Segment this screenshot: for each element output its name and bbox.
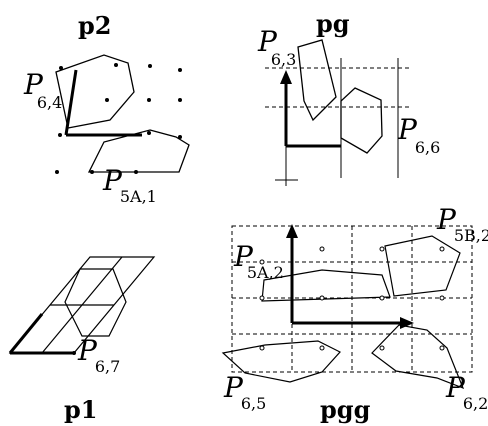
panel-pgg: P5A,2 P5B,2 P6,5 P6,2 pgg bbox=[221, 203, 488, 424]
arrow-head-icon bbox=[400, 317, 414, 329]
polygon-p5b-2 bbox=[384, 235, 461, 297]
label-p5a-2: P5A,2 bbox=[233, 240, 284, 282]
lattice-vectors bbox=[8, 313, 74, 355]
label-p6-5: P6,5 bbox=[223, 371, 266, 413]
label-p6-2: P6,2 bbox=[445, 371, 488, 413]
arrow-head-icon bbox=[280, 70, 292, 84]
lattice-points bbox=[55, 63, 182, 174]
panel-p1: P6,7 p1 bbox=[8, 256, 156, 424]
polygon-p6-6 bbox=[340, 87, 383, 154]
panel-title-pgg: pgg bbox=[320, 395, 371, 424]
lattice-vectors bbox=[284, 78, 341, 148]
panel-title-p1: p1 bbox=[64, 395, 97, 424]
panel-title-p2: p2 bbox=[78, 11, 111, 40]
label-p6-7: P6,7 bbox=[77, 334, 120, 376]
glide-grid bbox=[231, 225, 473, 373]
arrow-head-icon bbox=[286, 224, 298, 238]
label-p5b-2: P5B,2 bbox=[436, 203, 488, 245]
polygon-p6-7 bbox=[64, 268, 127, 337]
panel-title-pg: pg bbox=[316, 9, 350, 38]
polygon-p6-5 bbox=[221, 340, 341, 383]
polygon-p5a-1 bbox=[87, 129, 190, 173]
lattice-vectors bbox=[64, 69, 142, 137]
lattice-vectors bbox=[290, 234, 404, 325]
glide-centers bbox=[259, 246, 445, 351]
polygon-p6-3 bbox=[297, 39, 337, 122]
label-p5a-1: P5A,1 bbox=[102, 164, 157, 206]
